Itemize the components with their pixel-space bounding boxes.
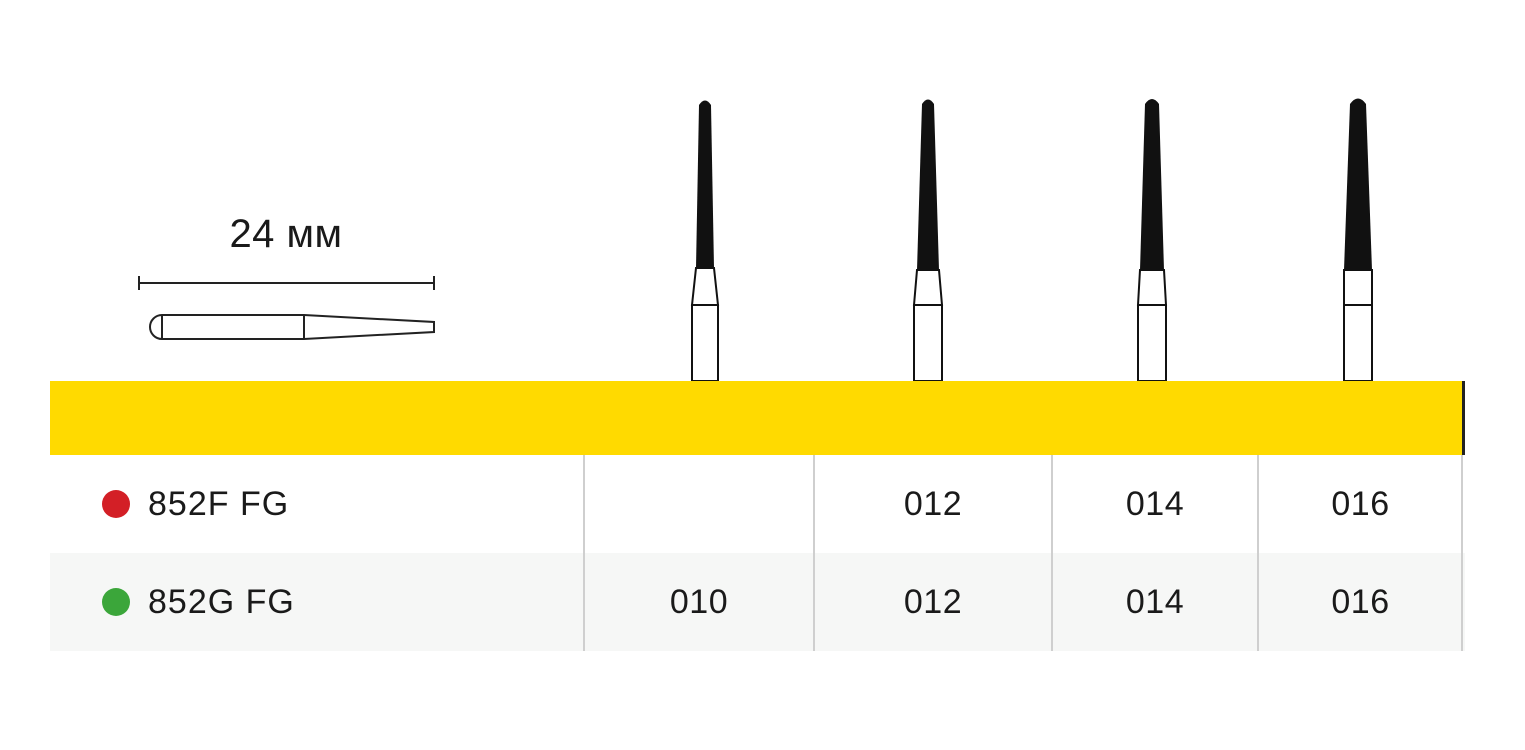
scale-bar [138, 276, 435, 290]
column-divider [1257, 455, 1259, 651]
bur-012 [912, 99, 944, 382]
row-name-cell: 852G FG [50, 553, 584, 651]
row-name: 852G FG [148, 582, 295, 621]
bur-016 [1343, 98, 1373, 382]
table-cell: 010 [669, 582, 729, 621]
status-dot-green [102, 588, 130, 616]
column-divider [1051, 455, 1053, 651]
size-table: 852F FG 012 014 016 852G FG 010 012 014 … [50, 455, 1465, 651]
column-divider [583, 455, 585, 651]
size-band [50, 381, 1465, 455]
bur-014 [1136, 99, 1168, 382]
status-dot-red [102, 490, 130, 518]
table-row: 852G FG 010 012 014 016 [50, 553, 1465, 651]
table-cell [584, 455, 814, 553]
table-cell: 016 [1331, 582, 1390, 621]
column-divider [1461, 455, 1463, 651]
table-cell: 014 [1125, 484, 1185, 523]
table-row: 852F FG 012 014 016 [50, 455, 1465, 553]
table-cell: 014 [1125, 582, 1185, 621]
scale-label: 24 мм [229, 212, 343, 256]
column-divider [813, 455, 815, 651]
row-name-cell: 852F FG [50, 455, 584, 553]
table-cell: 016 [1331, 484, 1390, 523]
table-cell: 012 [903, 582, 963, 621]
row-name: 852F FG [148, 484, 290, 523]
bur-shank-outline-icon [149, 314, 435, 340]
bur-010 [690, 100, 720, 382]
table-cell: 012 [903, 484, 963, 523]
